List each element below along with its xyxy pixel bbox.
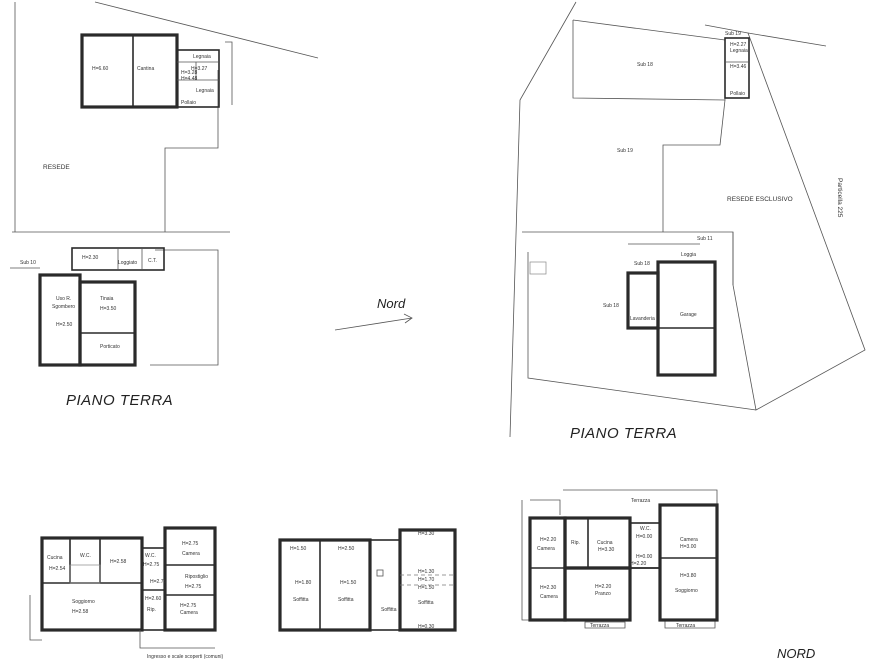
label-ripostiglio: Ripostiglio [185,574,208,580]
label-resede: RESEDE [43,164,70,171]
label-height: H=0.00 [636,554,652,560]
label-pollaio: Pollaio [181,100,196,106]
title-piano-terra-left: PIANO TERRA [66,392,173,409]
label-height: H=2.50 [338,546,354,552]
label-terrazza: Terrazza [676,623,695,629]
label-height: H=0.30 [418,624,434,630]
title-nord-bottom: NORD [777,646,815,661]
label-lavanderia: Lavanderia [630,316,655,322]
label-legnaia: Legnaia [196,88,214,94]
label-wc: W.C. [640,526,651,532]
label-height: H=3.46 [730,64,746,70]
label-sub: Sub 18 [637,62,653,68]
label-cucina: Cucina [47,555,63,561]
label-height: H=3.30 [418,531,434,537]
label-height: H=3.50 [100,306,116,312]
label-legnaia: Legnaia [193,54,211,60]
label-ct: C.T. [148,258,157,264]
mid-right-ground-floor: Sub 11 Sub 18 Loggia Sub 18 Lavanderia G… [522,231,757,411]
label-height: H=3.80 [680,573,696,579]
label-height: H=3.00 [680,544,696,550]
label-soffitta: Soffitta [338,597,354,603]
bottom-left-first-floor: Cucina W.C. H=2.54 H=2.58 W.C. H=2.75 Ca… [29,526,223,660]
label-camera: Camera [182,551,200,557]
label-camera: Camera [180,610,198,616]
label-height: H=1.50 [418,585,434,591]
label-sub: Sub 18 [634,261,650,267]
label-tinaia: Tinaia [100,296,114,302]
label-height: H=2.27 [730,42,746,48]
label-wc: W.C. [80,553,91,559]
label-rip: Rip. [147,607,156,613]
top-right-site: Sub 19 Sub 18 Sub 19 H=2.27 Legnaia H=3.… [509,1,866,438]
label-height: H=2.75 [180,603,196,609]
label-height: H=6.60 [92,66,108,72]
label-camera: Camera [680,537,698,543]
label-camera: Camera [537,546,555,552]
label-height: H=4.48 [181,76,197,82]
label-garage: Garage [680,312,697,318]
label-height: H=1.50 [290,546,306,552]
label-terrazza: Terrazza [590,623,609,629]
label-height: H=2.75 [150,579,166,585]
label-soggiorno: Soggiorno [72,599,95,605]
label-height: H=2.20 [540,537,556,543]
label-pollaio: Pollaio [730,91,745,97]
label-pranzo: Pranzo [595,591,611,597]
label-cucina: Cucina [597,540,613,546]
label-porticato: Porticato [100,344,120,350]
north-arrow: Nord [334,296,413,331]
label-cantina: Cantina [137,66,154,72]
label-loggia: Loggia [681,252,696,258]
label-height: H=2.58 [72,609,88,615]
label-height: H=3.30 [598,547,614,553]
label-rip: Rip. [571,540,580,546]
label-height: H=3.28 [181,70,197,76]
label-height: H=3.27 [191,66,207,72]
north-label: Nord [377,296,406,311]
label-height: H=2.58 [110,559,126,565]
label-sub: Sub 19 [617,148,633,154]
label-height: H=2.75 [143,562,159,568]
label-sub: Sub 11 [697,236,713,242]
label-resede-esclusivo: RESEDE ESCLUSIVO [727,196,793,203]
label-height: H=1.30 [418,569,434,575]
label-height: H=2.54 [49,566,65,572]
label-height: H=1.70 [418,577,434,583]
label-height: H=2.75 [185,584,201,590]
label-terrazza: Terrazza [631,498,650,504]
label-wc: W.C. [145,553,156,559]
label-sub: Sub 18 [603,303,619,309]
label-soffitta: Soffitta [381,607,397,613]
label-height: H=2.60 [145,596,161,602]
label-height: H=1.80 [295,580,311,586]
label-uso: Uso R. [56,296,71,302]
label-height: H=2.50 [56,322,72,328]
mid-left-ground-floor: Sub 10 H=2.30 Loggiato C.T. Uso R. Sgomb… [10,231,230,367]
label-particella: Particella 225 [836,178,843,218]
label-sub: Sub 10 [20,260,36,266]
label-sub: Sub 19 [725,31,741,37]
label-soggiorno: Soggiorno [675,588,698,594]
bottom-right-first-floor: Terrazza H=2.20 Camera Rip. Cucina H=3.3… [521,489,719,629]
label-height: H=1.50 [340,580,356,586]
top-left-site: H=6.60 Cantina Legnaia H=3.27 H=3.28 H=4… [14,1,319,232]
label-note: Ingresso e scale scoperti (comuni) [147,654,223,660]
label-height: H=2.75 [182,541,198,547]
label-height: H=2.30 [540,585,556,591]
label-loggiato: Loggiato [118,260,137,266]
bottom-middle-attic: H=1.50 H=2.50 H=1.80 H=1.50 Soffitta Sof… [278,528,457,632]
label-legnaia: Legnaia [730,48,748,54]
label-soffitta: Soffitta [293,597,309,603]
label-camera: Camera [540,594,558,600]
title-piano-terra-right: PIANO TERRA [570,425,677,442]
label-sgombero: Sgombero [52,304,75,310]
label-soffitta: Soffitta [418,600,434,606]
label-height: H=2.20 [630,561,646,567]
label-height: H=2.20 [595,584,611,590]
label-height: H=2.30 [82,255,98,261]
label-height: H=0.00 [636,534,652,540]
